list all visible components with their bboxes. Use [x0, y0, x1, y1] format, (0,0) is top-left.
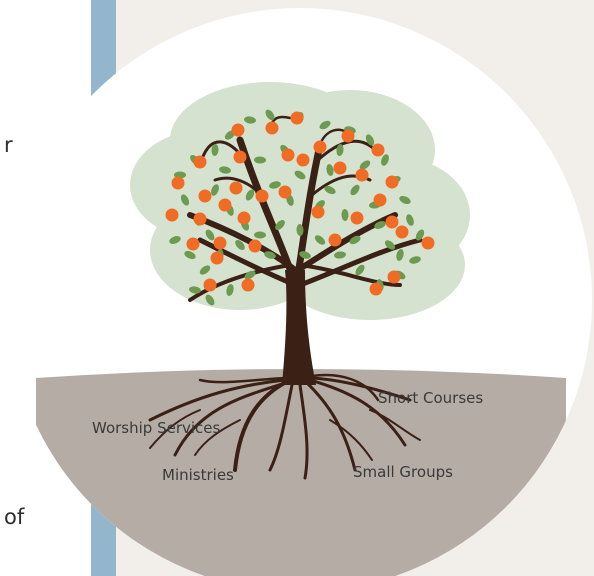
fruit — [395, 225, 409, 239]
leaf — [349, 235, 361, 245]
tree-roots — [148, 373, 421, 480]
leaf — [296, 224, 304, 236]
fruit — [210, 251, 224, 265]
leaf — [399, 195, 411, 205]
fruit — [333, 161, 347, 175]
fruit — [350, 211, 364, 225]
leaf — [336, 144, 344, 156]
fruit — [373, 193, 387, 207]
leaf — [326, 164, 334, 176]
fruit — [278, 185, 292, 199]
leaf — [219, 166, 231, 174]
fruit — [203, 278, 217, 292]
leaf — [415, 229, 425, 241]
leaf — [254, 156, 266, 164]
fruit — [355, 168, 369, 182]
root-label-small-groups: Small Groups — [353, 463, 453, 481]
fruit — [171, 176, 185, 190]
tree-fruits — [165, 111, 435, 296]
leaf — [211, 144, 219, 156]
leaf — [189, 286, 201, 294]
fruit — [186, 237, 200, 251]
leaf — [374, 221, 386, 229]
leaf — [199, 265, 211, 275]
ground-area — [36, 369, 566, 576]
leaf — [314, 235, 326, 245]
leaf — [350, 184, 360, 196]
fruit — [265, 121, 279, 135]
fruit — [341, 129, 355, 143]
fruit — [311, 205, 325, 219]
leaf — [396, 249, 404, 261]
leaf — [235, 239, 245, 251]
leaf — [211, 184, 219, 196]
fruit — [237, 211, 251, 225]
leaf — [269, 181, 281, 189]
leaf — [205, 229, 215, 241]
text-fragment: r — [4, 133, 13, 157]
leaf — [341, 209, 349, 221]
leaf — [275, 220, 285, 230]
leaf — [299, 251, 311, 259]
root-label-short-courses: Short Courses — [378, 389, 483, 407]
fruit — [198, 189, 212, 203]
tree-leaves — [169, 109, 425, 306]
fruit — [313, 140, 327, 154]
fruit — [229, 181, 243, 195]
leaf — [365, 134, 375, 146]
fruit — [281, 148, 295, 162]
leaf — [294, 170, 306, 180]
fruit — [248, 239, 262, 253]
leaf — [381, 154, 389, 166]
leaf — [226, 284, 234, 296]
fruit — [218, 198, 232, 212]
leaf — [265, 109, 275, 121]
fruit — [296, 153, 310, 167]
fruit — [213, 236, 227, 250]
leaf — [254, 231, 266, 239]
root-label-worship-services: Worship Services — [92, 419, 221, 437]
leaf — [324, 185, 336, 195]
leaf — [406, 214, 414, 226]
leaf — [169, 236, 181, 244]
tree-trunk — [187, 115, 423, 385]
leaf — [355, 264, 365, 276]
root-label-ministries: Ministries — [162, 466, 234, 484]
leaf — [334, 251, 346, 259]
fruit — [290, 111, 304, 125]
fruit — [385, 215, 399, 229]
leaf — [245, 189, 255, 201]
fruit — [421, 236, 435, 250]
leaf — [184, 250, 196, 260]
text-fragment: of — [4, 505, 25, 529]
leaf — [359, 160, 371, 170]
fruit — [328, 233, 342, 247]
leaf — [264, 251, 276, 259]
fruit — [387, 270, 401, 284]
leaf — [180, 194, 190, 206]
leaf — [244, 270, 256, 280]
leaf — [205, 294, 215, 306]
fruit — [193, 155, 207, 169]
leaf — [409, 256, 421, 264]
fruit — [165, 208, 179, 222]
fruit — [241, 278, 255, 292]
fruit — [233, 150, 247, 164]
fruit — [193, 212, 207, 226]
fruit — [371, 143, 385, 157]
fruit — [231, 123, 245, 137]
fruit — [369, 282, 383, 296]
fruit — [385, 175, 399, 189]
fruit — [255, 189, 269, 203]
leaf — [384, 240, 396, 250]
leaf — [319, 120, 331, 130]
leaf — [244, 116, 256, 124]
